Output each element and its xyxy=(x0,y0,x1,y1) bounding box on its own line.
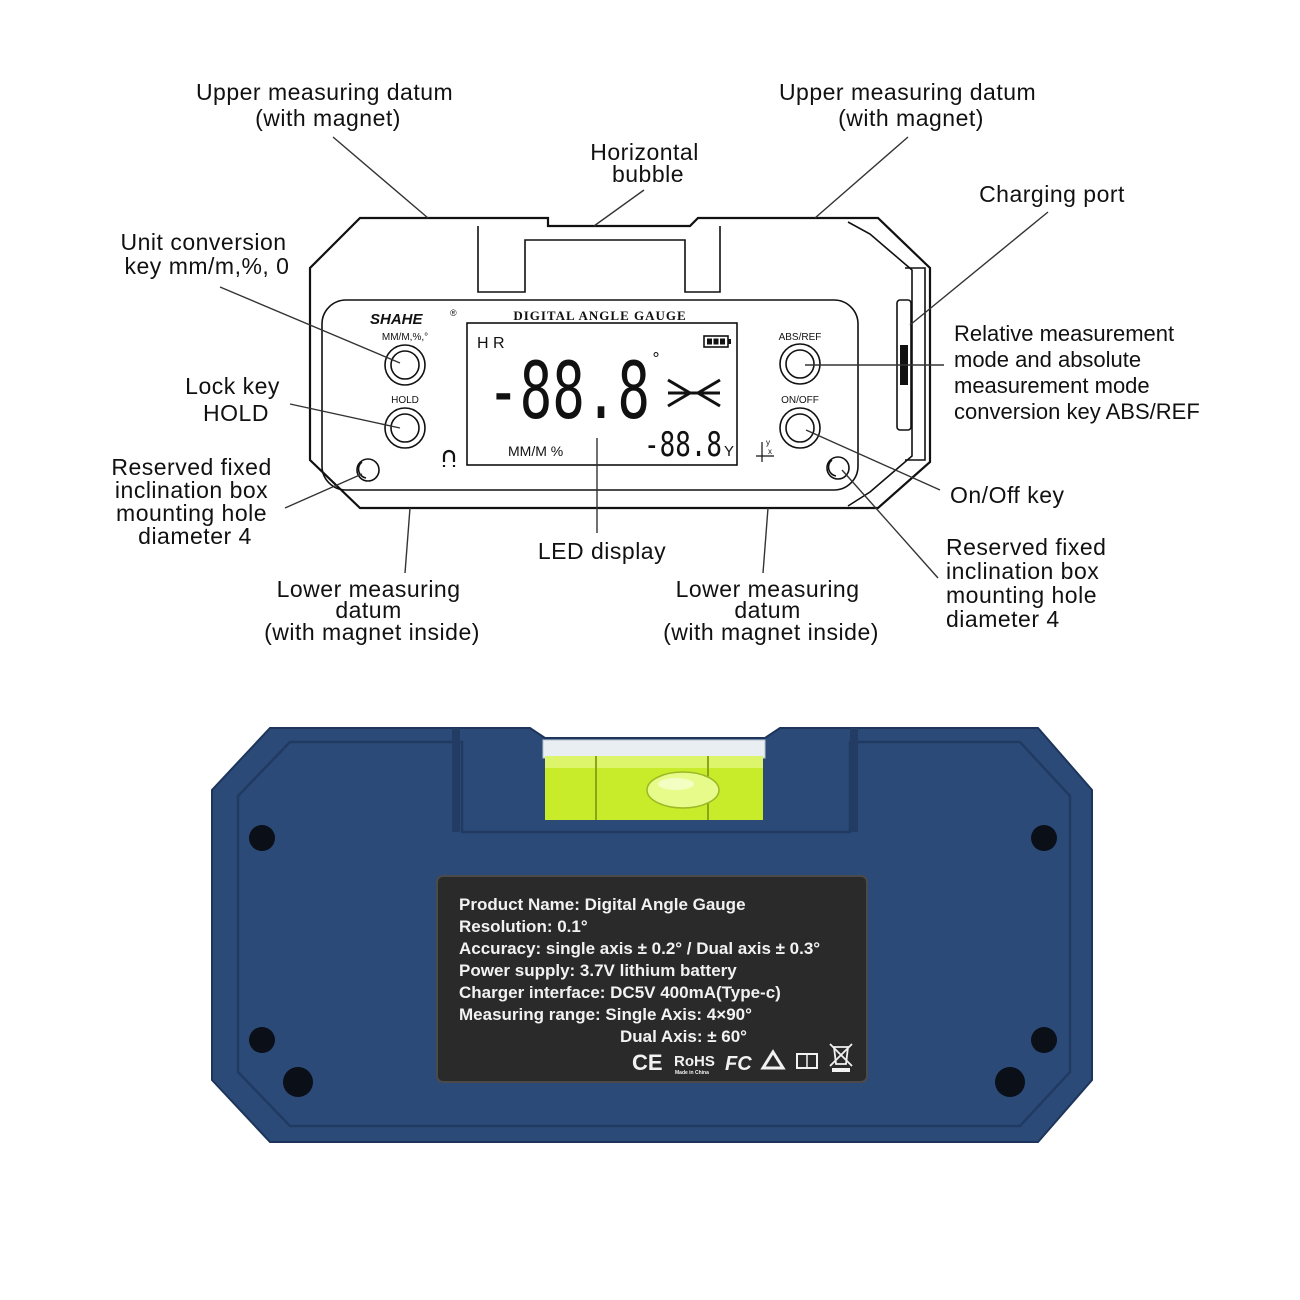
axis-y-label: y xyxy=(766,438,770,447)
back-hole-bottom-right xyxy=(995,1067,1025,1097)
fc-mark: FC xyxy=(725,1053,752,1075)
magnet-icon xyxy=(442,449,456,467)
lcd-main-reading: -88.8 xyxy=(487,347,650,437)
leader-upper-left xyxy=(332,136,429,219)
label-lock-key: Lock key HOLD xyxy=(185,373,287,426)
label-reserved-hole-left: Reserved fixed inclination box mounting … xyxy=(111,454,278,549)
label-reserved-hole-right: Reserved fixed inclination box mounting … xyxy=(946,534,1113,632)
battery-icon xyxy=(703,335,731,348)
leader-bubble xyxy=(593,189,645,227)
back-inner-frame xyxy=(236,740,1072,1128)
spec-line-3: Accuracy: single axis ± 0.2° / Dual axis… xyxy=(459,939,820,958)
bubble-notch xyxy=(477,226,721,293)
label-charging-port: Charging port xyxy=(979,181,1125,207)
rohs-mark: RoHS xyxy=(674,1053,715,1070)
device-title: DIGITAL ANGLE GAUGE xyxy=(513,308,686,323)
spec-plate xyxy=(436,875,868,1083)
bubble-vial xyxy=(542,739,766,820)
on-off-button[interactable] xyxy=(779,407,821,449)
right-end-block xyxy=(847,221,913,507)
onoff-button-label: ON/OFF xyxy=(781,395,819,406)
label-lower-datum-right: Lower measuring datum (with magnet insid… xyxy=(663,576,879,645)
unit-conversion-button[interactable] xyxy=(384,344,426,386)
spec-line-7: Dual Axis: ± 60° xyxy=(620,1027,747,1046)
lcd-y-indicator: Y xyxy=(724,443,734,460)
back-hole-bottom-left xyxy=(283,1067,313,1097)
leader-charging-port xyxy=(909,211,1049,326)
rohs-subtext: Made in China xyxy=(675,1070,709,1076)
spec-line-4: Power supply: 3.7V lithium battery xyxy=(459,961,737,980)
back-notch-right xyxy=(850,728,858,832)
leader-lower-right xyxy=(762,507,769,574)
front-panel xyxy=(321,299,859,491)
leader-lines xyxy=(219,136,1049,579)
hold-button-label: HOLD xyxy=(391,395,419,406)
back-hole-mid-left xyxy=(249,1027,275,1053)
spec-line-2: Resolution: 0.1° xyxy=(459,917,588,936)
axis-x-label: x xyxy=(768,447,772,456)
label-horizontal-bubble: Horizontal bubble xyxy=(590,139,705,187)
label-unit-conversion: Unit conversion key mm/m,%, 0 xyxy=(121,229,294,279)
lcd-degree-symbol: ° xyxy=(652,349,660,368)
hold-button[interactable] xyxy=(384,407,426,449)
lcd-hr-indicator: H R xyxy=(477,335,505,352)
label-on-off-key: On/Off key xyxy=(950,482,1065,508)
leader-lock-key xyxy=(289,403,401,429)
mounting-hole-left xyxy=(356,458,380,482)
back-hole-top-left xyxy=(249,825,275,851)
lcd-sub-reading: -88.8 xyxy=(644,425,722,465)
leader-on-off xyxy=(805,429,941,491)
callout-labels: Upper measuring datum (with magnet) Uppe… xyxy=(111,79,1199,645)
device-back-photo: Product Name: Digital Angle Gauge Resolu… xyxy=(211,727,1093,1143)
battery-disposal-icon xyxy=(796,1053,818,1069)
lcd-units: MM/M % xyxy=(508,443,563,459)
spec-line-5: Charger interface: DC5V 400mA(Type-c) xyxy=(459,983,781,1002)
level-indicator-icon xyxy=(667,378,721,408)
axis-icon: y x xyxy=(756,438,774,462)
spec-line-1: Product Name: Digital Angle Gauge xyxy=(459,895,746,914)
label-upper-datum-left: Upper measuring datum (with magnet) xyxy=(196,79,460,131)
spec-line-6: Measuring range: Single Axis: 4×90° xyxy=(459,1005,752,1024)
back-hole-top-right xyxy=(1031,825,1057,851)
abs-ref-button[interactable] xyxy=(779,343,821,385)
back-notch-left xyxy=(452,728,460,832)
device-body-outline xyxy=(308,216,932,510)
right-end-cap xyxy=(905,267,926,461)
bubble xyxy=(646,771,720,809)
ce-mark: CE xyxy=(632,1050,663,1075)
brand-logo: SHAHE xyxy=(370,311,424,328)
label-led-display: LED display xyxy=(538,538,666,564)
leader-upper-right xyxy=(814,136,909,219)
leader-lower-left xyxy=(404,507,411,574)
weee-bin-icon xyxy=(829,1043,853,1072)
back-hole-mid-right xyxy=(1031,1027,1057,1053)
absref-button-label: ABS/REF xyxy=(779,332,822,343)
leader-unit-conversion xyxy=(219,286,401,364)
leader-reserved-left xyxy=(284,473,363,509)
device-front-drawing: SHAHE ® DIGITAL ANGLE GAUGE MM/M,%,° HOL… xyxy=(308,216,932,510)
brand-registered-mark: ® xyxy=(450,308,457,318)
lcd-frame xyxy=(466,322,738,466)
unit-button-label: MM/M,%,° xyxy=(382,332,428,343)
label-upper-datum-right: Upper measuring datum (with magnet) xyxy=(779,79,1043,131)
mounting-hole-right xyxy=(826,456,850,480)
label-lower-datum-left: Lower measuring datum (with magnet insid… xyxy=(264,576,480,645)
leader-reserved-right xyxy=(841,469,939,579)
label-relative-mode: Relative measurement mode and absolute m… xyxy=(954,321,1200,424)
recycle-icon xyxy=(760,1049,786,1070)
